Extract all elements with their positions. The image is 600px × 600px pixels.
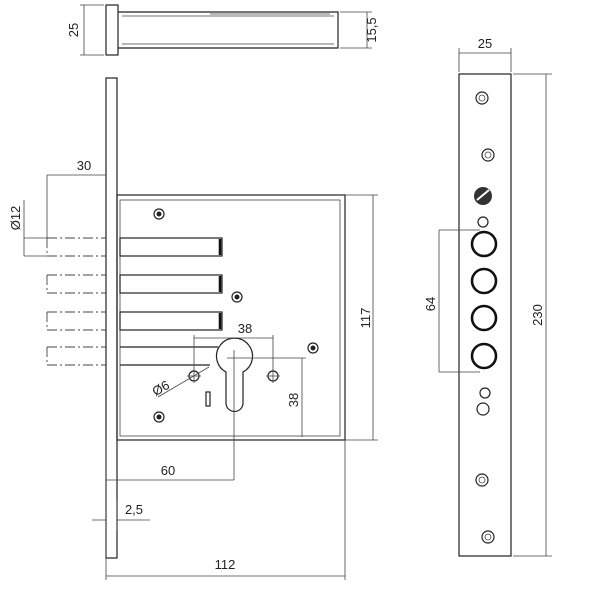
small-hole xyxy=(477,216,489,228)
top-view: 25 15,5 xyxy=(66,4,379,56)
bolt xyxy=(119,237,223,257)
case-height-label: 117 xyxy=(358,308,373,329)
bolts xyxy=(46,237,223,366)
logo-icon xyxy=(474,187,492,205)
bolt-span-label: 64 xyxy=(423,297,438,311)
hole-spacing-label: 38 xyxy=(238,321,252,336)
small-hole xyxy=(479,387,491,399)
case-width-label: 112 xyxy=(215,557,236,572)
backset-label: 60 xyxy=(161,463,175,478)
dimensions-left: 30 Ø12 60 2,5 112 xyxy=(8,158,346,580)
screws xyxy=(153,208,319,423)
top-width-label: 25 xyxy=(66,23,81,37)
bolt-projection-label: 30 xyxy=(77,158,91,173)
screw-icon xyxy=(153,411,165,423)
screw-hole-icon xyxy=(475,473,489,487)
faceplate-thickness-label: 2,5 xyxy=(125,502,143,517)
top-thickness-label: 15,5 xyxy=(364,17,379,42)
bolt-hole xyxy=(470,230,498,258)
small-hole-label: Ø6 xyxy=(149,377,172,399)
screw-hole-icon xyxy=(481,148,495,162)
bolt-hole xyxy=(470,342,498,370)
bolt xyxy=(119,311,223,331)
cylinder-cutout: 38 Ø6 38 xyxy=(149,321,306,480)
bolt-hole xyxy=(470,304,498,332)
cylinder-height-label: 38 xyxy=(286,393,301,407)
bolt-diameter-label: Ø12 xyxy=(8,206,23,231)
bolt xyxy=(120,346,218,366)
lock-body: 117 xyxy=(105,77,378,559)
screw-icon xyxy=(153,208,165,220)
strike-plate: 25 230 64 xyxy=(423,36,552,557)
bolt-hole xyxy=(470,267,498,295)
screw-hole-icon xyxy=(481,530,495,544)
strike-width-label: 25 xyxy=(478,36,492,51)
small-hole xyxy=(476,402,490,416)
strike-length-label: 230 xyxy=(530,304,545,326)
bolt xyxy=(119,274,223,294)
screw-icon xyxy=(231,291,243,303)
screw-hole-icon xyxy=(475,91,489,105)
screw-icon xyxy=(307,342,319,354)
